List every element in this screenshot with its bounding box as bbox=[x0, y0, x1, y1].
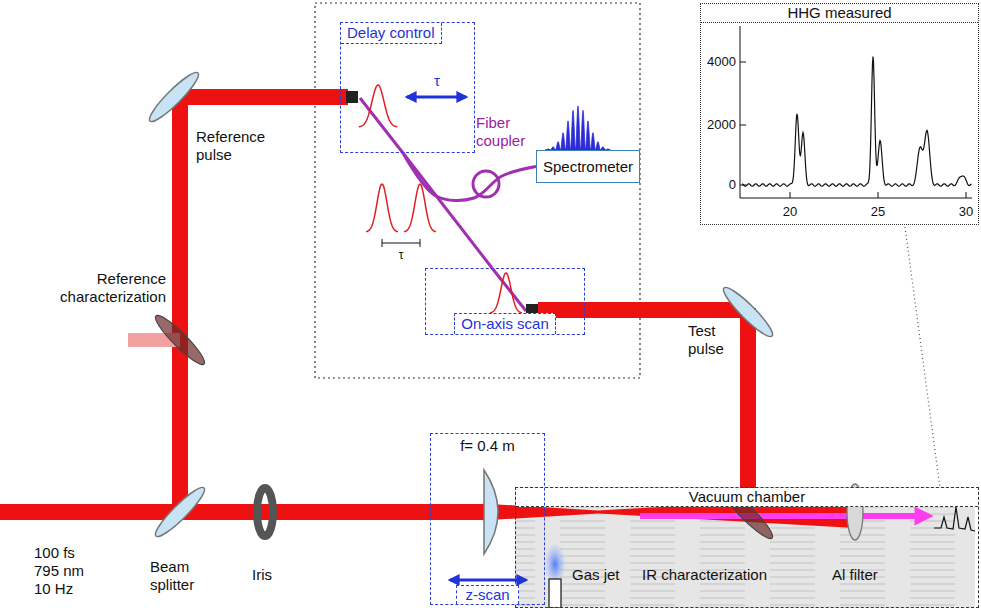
node-label: Delay control bbox=[341, 23, 442, 44]
part-label: 20 bbox=[783, 203, 797, 221]
beam-splitter bbox=[151, 483, 209, 541]
fiber-connector bbox=[346, 91, 358, 103]
reference-beam-vertical bbox=[172, 90, 188, 514]
part-label: Al filter bbox=[832, 566, 878, 584]
hhg-trace-small bbox=[934, 507, 975, 531]
xuv-beam-arrow bbox=[640, 513, 926, 519]
part-label: 30 bbox=[959, 203, 973, 221]
part-label: τ bbox=[399, 246, 404, 264]
reference-pickoff bbox=[151, 311, 209, 369]
axis-tick bbox=[740, 62, 746, 63]
part-label: Test pulse bbox=[688, 322, 740, 358]
part-label: 0 bbox=[729, 176, 736, 194]
mirror bbox=[719, 283, 777, 341]
optical-fiber bbox=[403, 153, 536, 201]
inset-leader bbox=[905, 227, 942, 503]
main-beam bbox=[0, 504, 490, 520]
vacuum-chamber: Vacuum chamber bbox=[515, 487, 979, 608]
gas-nozzle bbox=[549, 579, 561, 608]
pulse-shape bbox=[366, 184, 398, 232]
part-label: 25 bbox=[871, 203, 885, 221]
node-label: On-axis scan bbox=[454, 313, 556, 334]
y-axis bbox=[740, 26, 741, 198]
part-label: 10 Hz bbox=[34, 580, 73, 598]
fiber-loop bbox=[473, 171, 499, 197]
node-label: Spectrometer bbox=[539, 158, 637, 176]
z-scan-stage: f= 0.4 m z-scan bbox=[430, 433, 545, 605]
part-label: τ bbox=[434, 72, 440, 90]
gas-plume bbox=[544, 538, 566, 582]
pulse-shape bbox=[490, 273, 522, 313]
spectrum-inset: HHG measured bbox=[700, 3, 979, 225]
part-label: 2000 bbox=[707, 116, 736, 134]
part-label: Iris bbox=[252, 566, 272, 584]
test-beam-horizontal bbox=[538, 302, 748, 318]
x-axis bbox=[740, 198, 972, 199]
spectrometer-box: Spectrometer bbox=[536, 150, 640, 183]
part-label: IR characterization bbox=[642, 566, 767, 584]
test-beam-vertical bbox=[740, 308, 756, 514]
delay-bar bbox=[420, 239, 421, 247]
scan-stage-box: On-axis scan bbox=[425, 268, 585, 335]
part-label: 4000 bbox=[707, 53, 736, 71]
axis-tick bbox=[740, 185, 746, 186]
node-label: z-scan bbox=[456, 585, 518, 604]
delay-stage-box: Delay control bbox=[340, 22, 475, 153]
pulse-shape bbox=[359, 85, 398, 127]
node-label: HHG measured bbox=[701, 4, 978, 23]
delay-bar bbox=[382, 243, 420, 244]
delay-bar bbox=[382, 239, 383, 247]
fiber bbox=[360, 98, 403, 153]
part-label: Gas jet bbox=[572, 566, 620, 584]
fringe-spectrum bbox=[545, 106, 611, 150]
reference-beam-horizontal bbox=[176, 89, 348, 105]
hhg-spectrum bbox=[742, 57, 972, 187]
axis-tick bbox=[740, 125, 746, 126]
node-label: f= 0.4 m bbox=[460, 434, 515, 455]
iris bbox=[257, 488, 273, 536]
axis-tick bbox=[790, 192, 791, 198]
part-label: Fiber coupler bbox=[476, 114, 538, 150]
focusing-lens bbox=[484, 470, 498, 554]
part-label: Reference pulse bbox=[196, 128, 278, 164]
fiber-setup-frame bbox=[315, 3, 640, 378]
part-label: Beam splitter bbox=[150, 558, 212, 594]
part-label: 100 fs bbox=[34, 544, 75, 562]
axis-tick bbox=[966, 192, 967, 198]
node-label: Vacuum chamber bbox=[516, 488, 978, 507]
mirror bbox=[145, 68, 203, 126]
optical-fiber bbox=[403, 153, 492, 268]
delay-arrow bbox=[407, 96, 466, 99]
axis-tick bbox=[878, 192, 879, 198]
part-label: Reference characterization bbox=[36, 270, 166, 306]
part-label: 795 nm bbox=[34, 562, 84, 580]
